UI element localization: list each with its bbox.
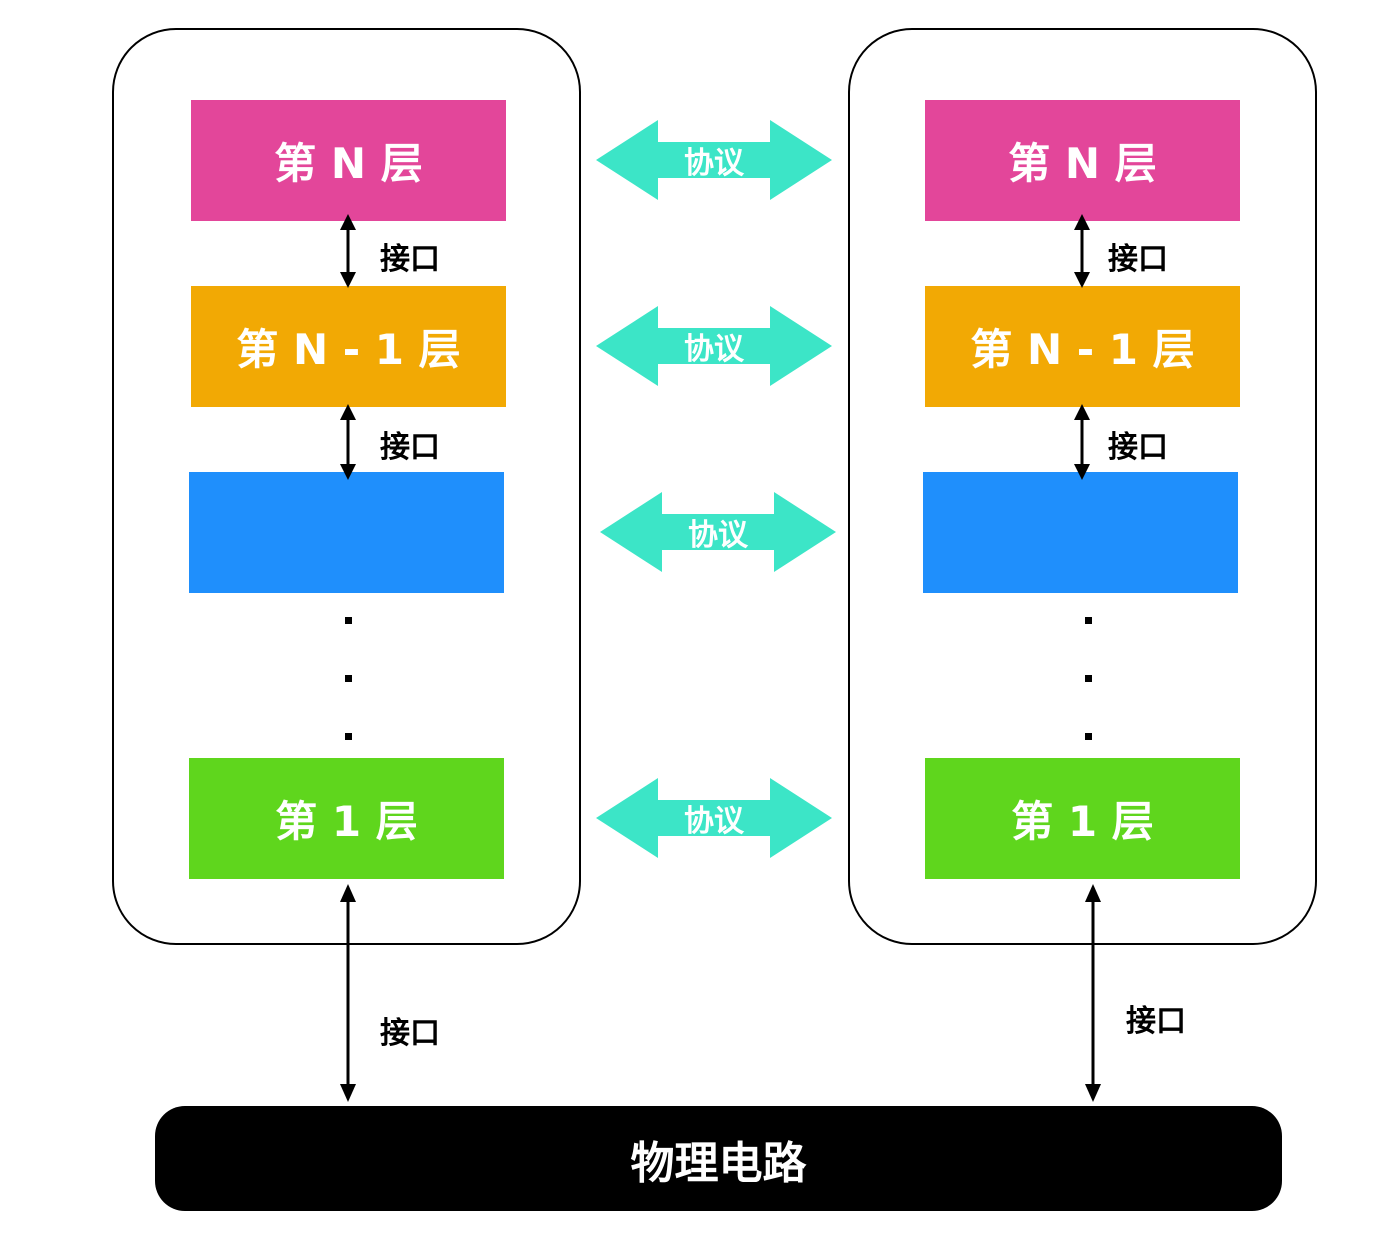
left-ellipsis-dot-1 — [345, 617, 352, 624]
protocol-label: 协议 — [688, 518, 748, 553]
right-interface-label-n-minus-1: 接口 — [1108, 430, 1168, 465]
left-layer-n-minus-1: 第 N - 1 层 — [191, 286, 506, 407]
left-interface-label-n: 接口 — [380, 242, 440, 277]
left-interface-label-physical: 接口 — [380, 1016, 440, 1051]
right-layer-middle — [923, 472, 1238, 593]
left-ellipsis-dot-2 — [345, 675, 352, 682]
right-interface-arrow-n-minus-1 — [1074, 404, 1090, 480]
right-layer-1: 第 1 层 — [925, 758, 1240, 879]
right-interface-label-n: 接口 — [1108, 242, 1168, 277]
protocol-arrow-layer-n-minus-1: 协议 — [596, 306, 832, 386]
right-layer-n: 第 N 层 — [925, 100, 1240, 221]
protocol-arrow-layer-1: 协议 — [596, 778, 832, 858]
physical-medium-bar: 物理电路 — [155, 1106, 1282, 1211]
left-layer-1: 第 1 层 — [189, 758, 504, 879]
left-interface-label-n-minus-1: 接口 — [380, 430, 440, 465]
right-ellipsis-dot-1 — [1085, 617, 1092, 624]
protocol-label: 协议 — [684, 332, 744, 367]
protocol-arrow-layer-middle: 协议 — [600, 492, 836, 572]
right-interface-arrow-physical — [1085, 884, 1101, 1102]
protocol-label: 协议 — [684, 146, 744, 181]
left-ellipsis-dot-3 — [345, 733, 352, 740]
protocol-arrow-layer-n: 协议 — [596, 120, 832, 200]
left-interface-arrow-n — [340, 214, 356, 288]
left-interface-arrow-physical — [340, 884, 356, 1102]
right-layer-n-minus-1: 第 N - 1 层 — [925, 286, 1240, 407]
right-ellipsis-dot-2 — [1085, 675, 1092, 682]
right-interface-label-physical: 接口 — [1126, 1004, 1186, 1039]
left-layer-n: 第 N 层 — [191, 100, 506, 221]
left-interface-arrow-n-minus-1 — [340, 404, 356, 480]
right-ellipsis-dot-3 — [1085, 733, 1092, 740]
right-interface-arrow-n — [1074, 214, 1090, 288]
left-layer-middle — [189, 472, 504, 593]
protocol-label: 协议 — [684, 804, 744, 839]
